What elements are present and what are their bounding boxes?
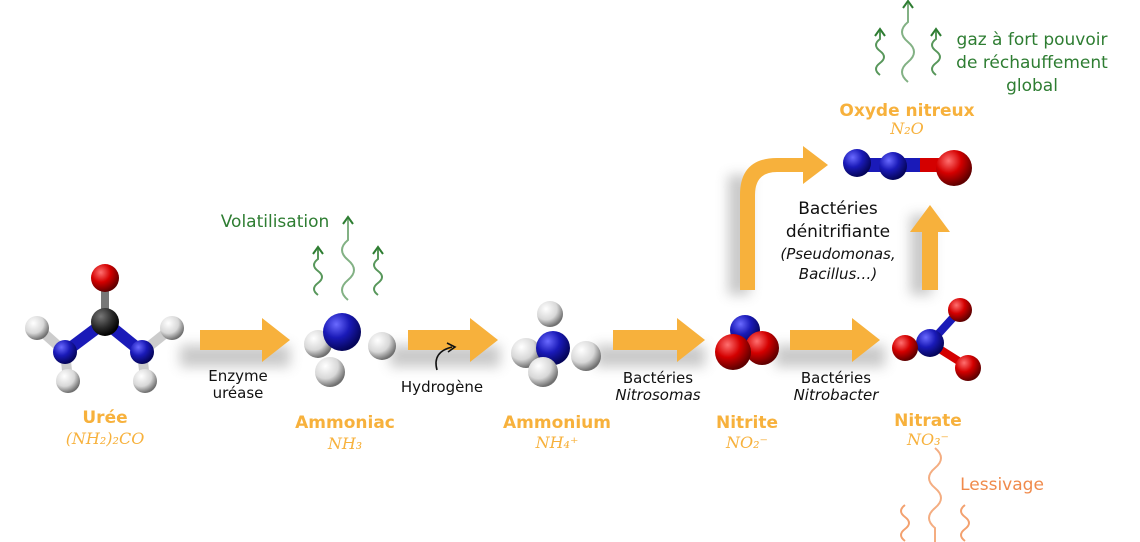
arrow-ammoniac-ammonium — [408, 318, 498, 362]
denitrif-line2: dénitrifiante — [785, 221, 891, 242]
enzyme-label: Enzyme uréase — [208, 367, 268, 403]
enzyme-line1: Enzyme — [208, 367, 268, 385]
urea-molecule — [25, 264, 184, 393]
nitrite-name: Nitrite — [715, 413, 779, 433]
nitrosomas-label: Bactéries Nitrosomas — [615, 369, 701, 405]
nitrosomas-line2: Nitrosomas — [615, 386, 701, 405]
volatilisation-label: Volatilisation — [220, 212, 330, 232]
denitrif-line1: Bactéries — [798, 199, 878, 219]
denitrif-line3: (Pseudomonas, — [780, 244, 896, 263]
reaction-arrows — [200, 146, 950, 362]
ammonium-molecule — [511, 301, 601, 387]
hydrogene-label: Hydrogène — [400, 378, 484, 396]
nitrite-molecule — [715, 315, 779, 370]
uree-formula: (NH₂)₂CO — [65, 429, 145, 448]
arrow-nitrite-oxyde — [740, 146, 828, 290]
gaz-line1: gaz à fort pouvoir — [956, 30, 1108, 50]
enzyme-line2: uréase — [212, 384, 264, 403]
arrow-nitrite-nitrate — [790, 318, 880, 362]
ammonium-name: Ammonium — [502, 413, 612, 433]
uree-name: Urée — [82, 408, 128, 428]
arrow-ammonium-nitrite — [613, 318, 705, 362]
nitrate-formula: NO₃⁻ — [907, 430, 949, 449]
oxyde-name: Oxyde nitreux — [839, 101, 975, 121]
ammoniac-formula: NH₃ — [327, 434, 363, 453]
volatilisation-waves-icon — [312, 215, 384, 301]
nitrate-molecule — [892, 298, 981, 381]
nitrate-name: Nitrate — [894, 411, 962, 431]
curved-arrow-icon — [435, 346, 453, 371]
arrow-nitrate-oxyde — [910, 205, 950, 290]
nitrous-oxide-molecule — [843, 149, 972, 186]
greenhouse-gas-waves-icon — [874, 0, 942, 83]
gaz-line3: global — [1006, 75, 1058, 96]
nitrite-formula: NO₂⁻ — [726, 433, 768, 452]
ammonia-molecule — [304, 313, 396, 387]
nitrosomas-line1: Bactéries — [622, 369, 694, 387]
nitrobacter-label: Bactéries Nitrobacter — [793, 369, 879, 405]
nitrobacter-line1: Bactéries — [800, 369, 872, 387]
gaz-line2: de réchauffement — [956, 52, 1108, 73]
lessivage-label: Lessivage — [960, 475, 1044, 495]
ammoniac-name: Ammoniac — [295, 413, 395, 433]
greenhouse-gas-label: gaz à fort pouvoir de réchauffement glob… — [956, 29, 1108, 98]
leaching-waves-icon — [900, 447, 970, 542]
oxyde-formula: N₂O — [890, 119, 924, 138]
denitrification-label: Bactéries dénitrifiante (Pseudomonas, Ba… — [780, 198, 895, 284]
denitrif-line4: Bacillus…) — [798, 265, 878, 284]
arrow-uree-ammoniac — [200, 318, 290, 362]
ammonium-formula: NH₄⁺ — [535, 433, 579, 452]
nitrobacter-line2: Nitrobacter — [793, 386, 879, 405]
